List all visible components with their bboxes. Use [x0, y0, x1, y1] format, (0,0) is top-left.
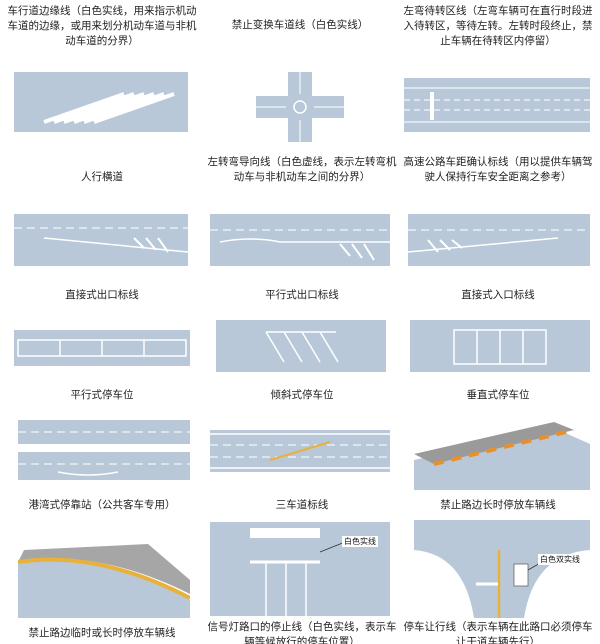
- diagram-bus-bay: [18, 412, 190, 482]
- caption-three-lane: 三车道标线: [275, 499, 329, 511]
- caption-crosswalk: 人行横道: [81, 171, 123, 183]
- diagram-crosswalk: [14, 72, 188, 132]
- diagram-stop-line: 白色实线: [210, 522, 390, 616]
- diagram-angled-parking: [216, 320, 386, 372]
- caption-distance-confirm: 高速公路车距确认标线（用以提供车辆驾驶人保持行车安全距离之参考）: [403, 156, 593, 183]
- diagram-waiting-zone: [404, 78, 590, 132]
- diagram-direct-entrance: [408, 208, 590, 266]
- diagram-no-long-parking: [414, 420, 590, 490]
- diagram-direct-exit: [14, 208, 188, 266]
- diagram-perpendicular-parking: [410, 320, 590, 372]
- caption-angled-parking: 倾斜式停车位: [270, 389, 334, 401]
- caption-yield-line: 停车让行线（表示车辆在此路口必须停车让干道车辆先行）: [403, 621, 593, 644]
- diagram-parallel-parking: [14, 330, 190, 366]
- caption-no-long-parking: 禁止路边长时停放车辆线: [440, 499, 556, 511]
- caption-edge-line: 车行道边缘线（白色实线，用来指示机动车道的边缘，或用来划分机动车道与非机动车道的…: [7, 5, 197, 47]
- caption-parallel-exit: 平行式出口标线: [265, 289, 339, 301]
- caption-stop-line: 信号灯路口的停止线（白色实线，表示车辆等候放行的停车位置）: [207, 621, 397, 644]
- caption-no-lane-change: 禁止变换车道线（白色实线）: [231, 19, 369, 31]
- caption-bus-bay: 港湾式停靠站（公共客车专用）: [28, 499, 176, 511]
- diagram-three-lane: [210, 430, 390, 472]
- caption-no-temporary-parking: 禁止路边临时或长时停放车辆线: [28, 627, 176, 639]
- diagram-intersection: [256, 72, 344, 142]
- label-double-solid-white: 白色双实线: [538, 554, 582, 565]
- diagram-parallel-exit: [210, 208, 390, 266]
- diagram-yield-line: 白色双实线: [414, 520, 590, 618]
- caption-direct-entrance: 直接式入口标线: [461, 289, 535, 301]
- label-solid-white: 白色实线: [342, 536, 378, 547]
- caption-left-turn-guide: 左转弯导向线（白色虚线，表示左转弯机动车与非机动车之间的分界）: [207, 156, 397, 183]
- caption-parallel-parking: 平行式停车位: [70, 389, 134, 401]
- caption-left-turn-waiting: 左弯待转区线（左弯车辆可在直行时段进入待转区，等待左转。左转时段终止，禁止车辆在…: [403, 5, 593, 47]
- caption-perpendicular-parking: 垂直式停车位: [466, 389, 530, 401]
- diagram-no-temporary-parking: [17, 520, 191, 618]
- caption-direct-exit: 直接式出口标线: [65, 289, 139, 301]
